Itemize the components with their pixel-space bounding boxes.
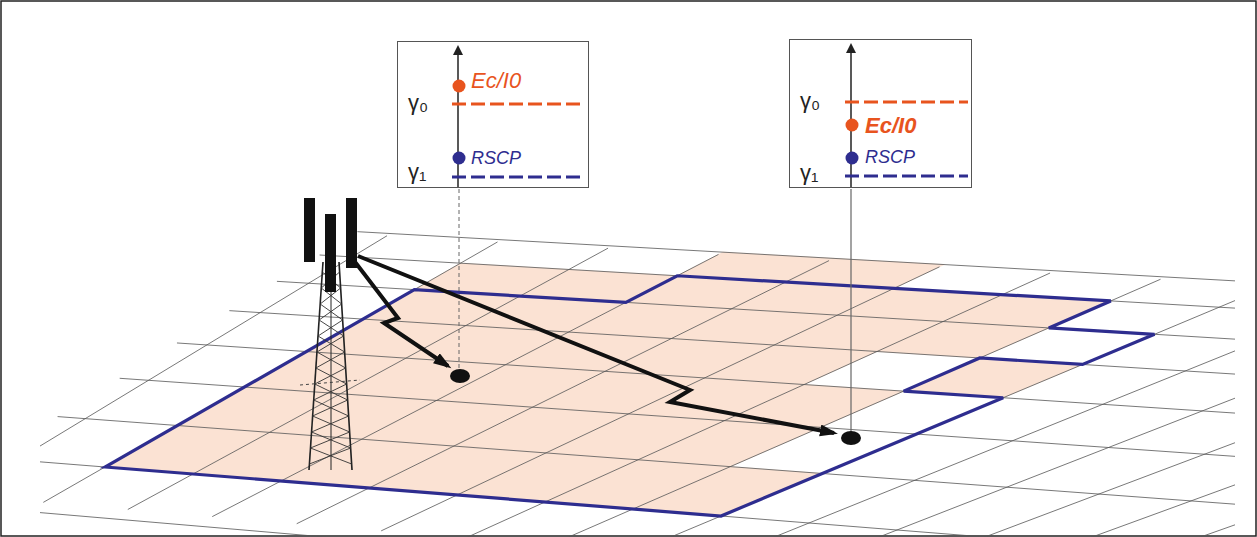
lattice-strut [310, 432, 349, 448]
tower-lattice [309, 272, 351, 464]
value-dot [453, 80, 466, 93]
quantity-label: Ec/I0 [865, 113, 916, 138]
value-dot [453, 152, 466, 165]
quantity-label: RSCP [471, 148, 521, 169]
lattice-strut [320, 304, 342, 320]
grid-line [1057, 317, 1235, 537]
grid-line [120, 378, 1235, 467]
measurement-point [841, 431, 861, 445]
lattice-strut [315, 368, 346, 384]
threshold-label: γ₀ [800, 88, 820, 113]
threshold-line [452, 176, 583, 179]
callout-ground [397, 41, 589, 188]
antenna-panel [346, 198, 357, 268]
grid-line [40, 458, 1161, 537]
grid-line [972, 310, 1235, 537]
grid-line [40, 502, 1030, 537]
radio-link-arrow [358, 256, 834, 433]
quantity-label: RSCP [865, 147, 915, 168]
lattice-strut [317, 336, 344, 352]
value-dot [846, 119, 859, 132]
tower-base-line [300, 380, 360, 385]
grid-line [229, 311, 1235, 397]
grid-line [381, 267, 939, 531]
antenna-tower [300, 198, 360, 470]
lattice-strut [312, 416, 349, 432]
tower-leg [331, 262, 332, 470]
grid-line [177, 343, 1235, 431]
grid-line [466, 273, 1050, 537]
threshold-line [845, 175, 968, 178]
lattice-strut [319, 304, 342, 320]
value-dot [846, 152, 859, 165]
lattice-strut [317, 352, 346, 368]
lattice-strut [319, 320, 344, 336]
value-axis [850, 48, 852, 188]
shaded-cell [633, 467, 822, 516]
grid-line [277, 281, 1235, 366]
callout-ground [789, 39, 972, 188]
grid-line [803, 298, 1235, 537]
lattice-strut [313, 400, 348, 416]
lattice-strut [318, 336, 345, 352]
antenna-panel [304, 198, 315, 262]
leader-line [459, 189, 460, 370]
threshold-line [845, 101, 968, 104]
threshold-label: γ₁ [408, 159, 426, 184]
grid-line [128, 248, 608, 509]
callout-box: Ec/I0 γ₀ RSCP γ₁ [789, 39, 972, 188]
ground-grid [40, 232, 1235, 537]
grid-line [888, 304, 1235, 537]
threshold-label: γ₀ [408, 90, 428, 115]
tower-leg [339, 262, 352, 470]
grid-line [719, 292, 1235, 537]
leader-line [850, 189, 851, 432]
lattice-strut [309, 448, 350, 464]
value-axis [457, 50, 459, 188]
shaded-cell [724, 385, 903, 428]
coverage-outline [105, 276, 1155, 516]
threshold-label: γ₁ [800, 160, 818, 185]
quantity-label: Ec/I0 [471, 68, 521, 93]
lattice-strut [318, 320, 343, 336]
threshold-line [452, 103, 583, 106]
measurement-point [450, 369, 470, 383]
lattice-strut [316, 352, 345, 368]
grid-line [58, 417, 1235, 508]
antenna-panel [325, 214, 336, 292]
callout-box: Ec/I0 γ₀ RSCP γ₁ [397, 41, 589, 188]
tower-leg [309, 262, 323, 470]
shaded-cell [638, 421, 820, 467]
lattice-strut [314, 384, 347, 400]
